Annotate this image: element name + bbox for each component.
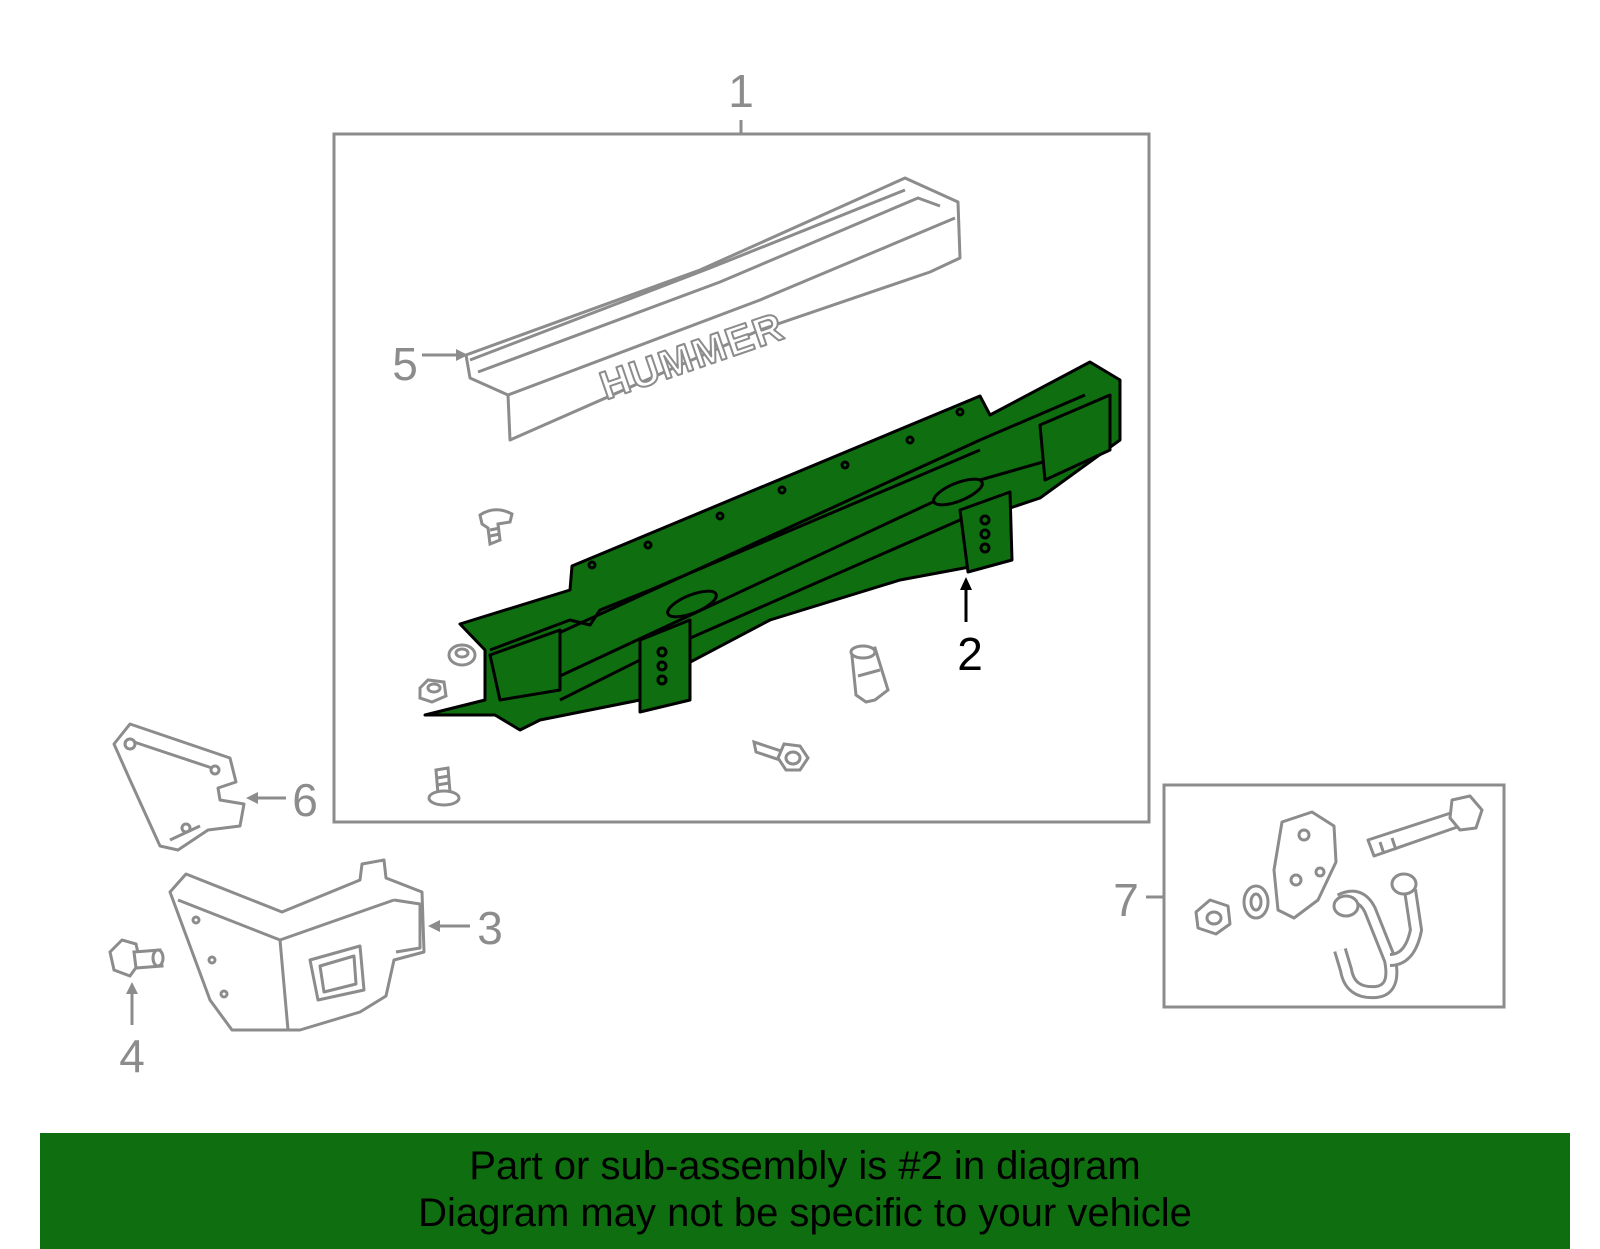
- callout-3-arrow: [428, 920, 440, 932]
- step-pad-part[interactable]: HUMMER: [464, 176, 962, 442]
- end-cap-part[interactable]: [168, 858, 426, 1032]
- callout-5-arrow: [456, 349, 468, 361]
- fastener-bolt-lower[interactable]: [427, 766, 461, 807]
- callout-2[interactable]: 2: [957, 628, 983, 680]
- callout-5[interactable]: 5: [392, 338, 418, 390]
- fastener-nut-left[interactable]: [418, 643, 477, 704]
- impact-bar-part[interactable]: [423, 360, 1122, 732]
- callout-4[interactable]: 4: [119, 1030, 145, 1082]
- fastener-push-pin[interactable]: [849, 644, 890, 704]
- tow-hook-kit-parts[interactable]: [1194, 794, 1484, 1000]
- fastener-bolt-flange[interactable]: [752, 739, 810, 772]
- caption-bar: Part or sub-assembly is #2 in diagram Di…: [40, 1133, 1570, 1249]
- callout-6[interactable]: 6: [292, 774, 318, 826]
- callout-1[interactable]: 1: [728, 65, 754, 117]
- fastener-bolt-upper[interactable]: [478, 508, 514, 547]
- callout-3[interactable]: 3: [477, 902, 503, 954]
- callout-7[interactable]: 7: [1113, 874, 1139, 926]
- nut-part[interactable]: [108, 938, 165, 978]
- caption-line-2: Diagram may not be specific to your vehi…: [418, 1191, 1192, 1235]
- caption-line-1: Part or sub-assembly is #2 in diagram: [469, 1144, 1141, 1188]
- callout-6-arrow: [246, 792, 258, 804]
- callout-2-arrow: [960, 577, 972, 590]
- callout-4-arrow: [126, 982, 138, 994]
- bracket-part[interactable]: [112, 722, 246, 852]
